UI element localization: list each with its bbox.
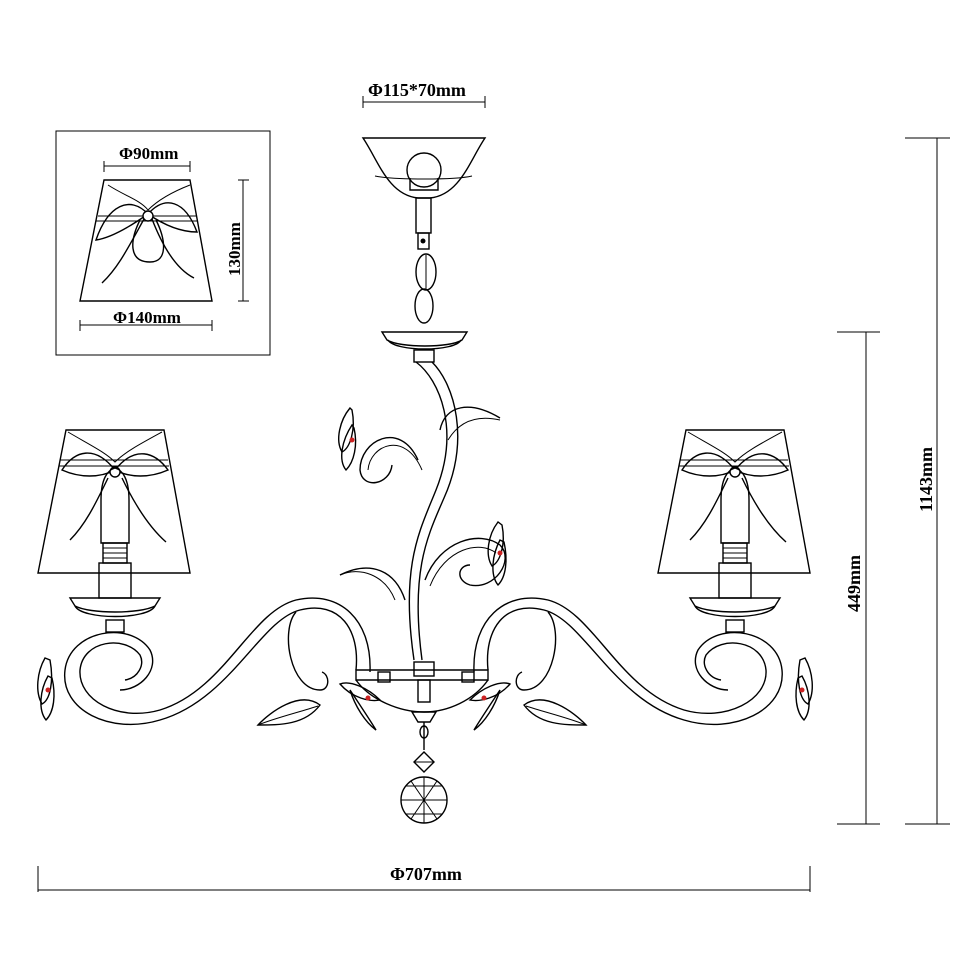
width-dimension: Φ707mm xyxy=(37,864,811,892)
butterfly-decoration xyxy=(338,682,382,731)
overall-width-label: Φ707mm xyxy=(390,864,462,884)
butterfly-decoration xyxy=(338,406,357,472)
butterfly-decoration xyxy=(468,682,512,731)
upper-bobeche xyxy=(380,331,469,363)
shade-top-dimension: Φ90mm xyxy=(119,144,178,163)
total-height-dimension: 1143mm xyxy=(905,137,950,825)
butterfly-decoration xyxy=(37,657,55,722)
body-height-dimension: 449mm xyxy=(837,331,880,825)
shade-height-dimension: 130mm xyxy=(225,222,244,276)
left-lamp xyxy=(37,429,191,633)
shade-bottom-dimension: Φ140mm xyxy=(113,308,181,327)
right-lamp xyxy=(657,429,811,633)
ceiling-cup-dimension: Φ115*70mm xyxy=(368,80,466,100)
right-arm xyxy=(473,597,783,726)
central-stem xyxy=(339,361,506,661)
left-arm xyxy=(64,597,371,726)
body-height-label: 449mm xyxy=(844,555,864,612)
butterfly-decoration xyxy=(487,521,507,587)
ceiling-canopy: Φ115*70mm xyxy=(361,80,487,324)
total-height-label: 1143mm xyxy=(916,447,936,512)
shade-detail-inset: Φ90mm Φ140mm 130mm xyxy=(55,130,271,356)
center-body xyxy=(355,661,489,824)
butterfly-decoration xyxy=(795,657,813,722)
